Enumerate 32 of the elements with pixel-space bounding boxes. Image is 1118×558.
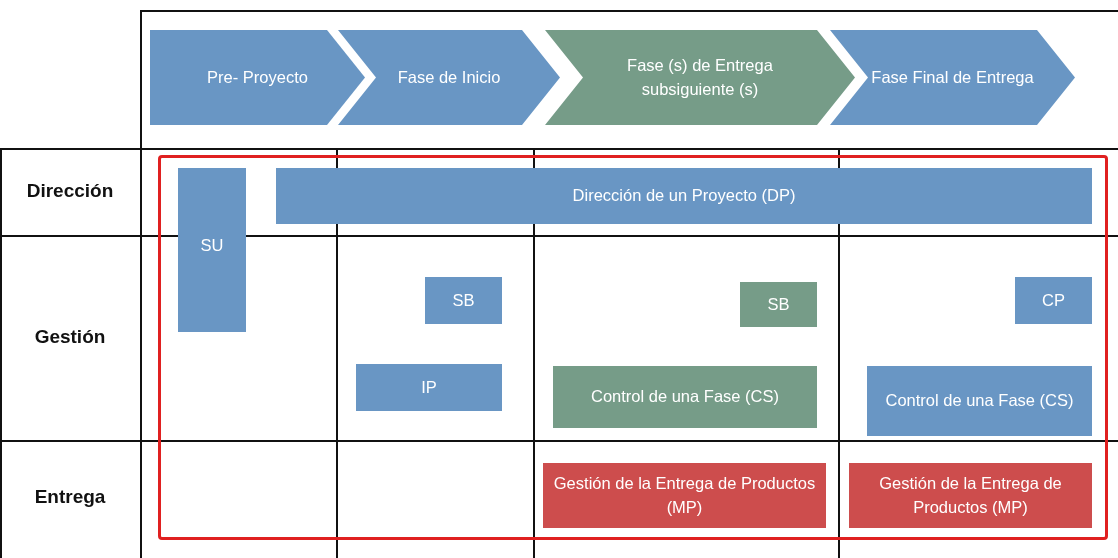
process-box bbox=[425, 277, 502, 324]
row-heading: Dirección bbox=[25, 179, 115, 202]
process-box bbox=[849, 463, 1092, 528]
process-box bbox=[1015, 277, 1092, 324]
box-label: Fase de Inicio bbox=[396, 66, 502, 88]
phase-banner bbox=[338, 30, 560, 125]
row-heading: Gestión bbox=[33, 325, 107, 348]
phase-banner bbox=[830, 30, 1075, 125]
box-label: Fase (s) de Entrega subsiguiente (s) bbox=[626, 54, 774, 100]
box-label: Pre- Proyecto bbox=[206, 66, 309, 88]
phase-banner bbox=[545, 30, 855, 125]
highlight-frame bbox=[158, 155, 1108, 540]
process-box bbox=[553, 366, 817, 428]
box-label: Control de una Fase (CS) bbox=[590, 386, 780, 408]
process-box bbox=[543, 463, 826, 528]
process-box bbox=[740, 282, 817, 327]
process-box bbox=[178, 168, 246, 332]
process-box bbox=[276, 168, 1092, 224]
box-label: IP bbox=[420, 376, 438, 398]
box-label: SU bbox=[199, 235, 225, 256]
process-box bbox=[867, 366, 1092, 436]
box-label: Dirección de un Proyecto (DP) bbox=[571, 185, 797, 207]
box-label: Fase Final de Entrega bbox=[870, 66, 1035, 88]
box-label: CP bbox=[1041, 289, 1066, 311]
box-label: Gestión de la Entrega de Productos (MP) bbox=[552, 472, 817, 518]
box-label: Gestión de la Entrega de Productos (MP) bbox=[878, 472, 1063, 518]
process-box bbox=[356, 364, 502, 411]
box-label: Control de una Fase (CS) bbox=[884, 390, 1075, 412]
box-label: SB bbox=[766, 293, 791, 315]
phase-banner bbox=[150, 30, 365, 125]
box-label: SB bbox=[451, 289, 476, 311]
row-heading: Entrega bbox=[33, 485, 107, 508]
